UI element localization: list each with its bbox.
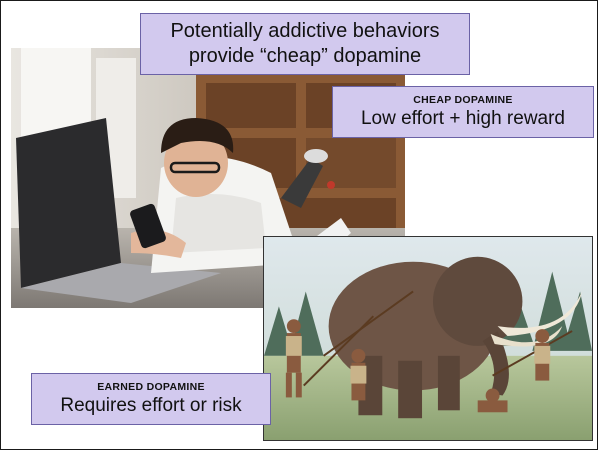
earned-dopamine-label: EARNED DOPAMINE Requires effort or risk	[31, 373, 271, 425]
cheap-dopamine-heading: CHEAP DOPAMINE	[413, 94, 513, 106]
cheap-dopamine-label: CHEAP DOPAMINE Low effort + high reward	[332, 86, 594, 138]
mammoth-hunt-painting	[263, 236, 593, 441]
title-label: Potentially addictive behaviors provide …	[140, 13, 470, 75]
title-line-2: provide “cheap” dopamine	[188, 45, 422, 67]
title-line-1: Potentially addictive behaviors	[170, 20, 440, 42]
earned-dopamine-text: Requires effort or risk	[60, 395, 242, 416]
cheap-dopamine-text: Low effort + high reward	[360, 108, 566, 129]
earned-dopamine-heading: EARNED DOPAMINE	[97, 381, 205, 393]
